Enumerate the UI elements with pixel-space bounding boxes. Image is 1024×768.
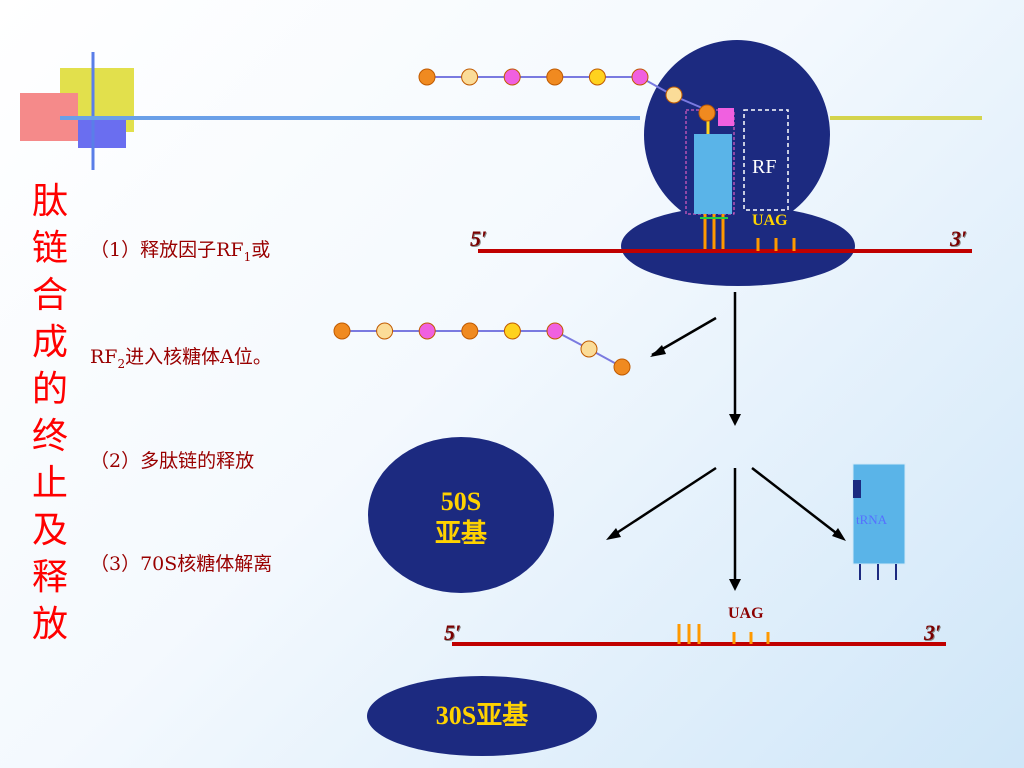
arrow-to-trna — [751, 467, 841, 537]
released-trna-mark — [853, 480, 861, 498]
subunit-30s-label: 30S亚基 — [435, 701, 529, 730]
five-prime-top: 5′ — [470, 226, 488, 251]
three-prime-top: 3′ — [950, 226, 968, 251]
title-char: 的 — [31, 369, 68, 410]
uag-label-bottom: UAG — [728, 605, 764, 622]
step-3: （3）70S核糖体解离 — [90, 553, 273, 575]
title-char: 及 — [31, 510, 68, 551]
title-char: 终 — [31, 416, 68, 457]
three-prime-bottom: 3′ — [924, 620, 942, 645]
title-char: 成 — [31, 322, 68, 363]
trna-label: tRNA — [856, 512, 888, 527]
step-1b-suffix: 进入核糖体A位。 — [125, 346, 272, 368]
step-1-line2: RF2进入核糖体A位。 — [90, 342, 272, 371]
title-char: 释 — [31, 557, 68, 598]
uag-label-top: UAG — [752, 212, 788, 229]
step-1-suffix: 或 — [251, 239, 271, 261]
amino-acid-bead — [376, 322, 394, 340]
step-1-line1: （1）释放因子RF1或 — [90, 235, 270, 264]
arrow-head — [729, 414, 741, 426]
subunit-50s — [368, 437, 554, 593]
arrow-head — [832, 528, 846, 541]
amino-acid-bead — [333, 322, 351, 340]
title-char: 止 — [31, 463, 68, 504]
amino-acid-bead — [631, 68, 649, 86]
amino-acid-bead — [418, 322, 436, 340]
amino-acid-bead — [546, 68, 564, 86]
peptide-released — [333, 322, 631, 376]
amino-acid-bead — [580, 340, 598, 358]
amino-acid-bead — [665, 86, 683, 104]
title-char: 放 — [31, 604, 68, 645]
amino-acid-bead — [418, 68, 436, 86]
amino-acid-bead — [613, 358, 631, 376]
p-site-trna-top — [718, 108, 734, 126]
amino-acid-bead — [503, 68, 521, 86]
five-prime-bottom: 5′ — [444, 620, 462, 645]
peptide-top — [418, 68, 716, 122]
step-1b-prefix: RF — [90, 346, 118, 368]
deco-blue-block — [78, 120, 126, 148]
released-trna — [852, 463, 906, 565]
amino-acid-bead — [461, 68, 479, 86]
peptide-top-bond — [427, 76, 708, 111]
step-1-prefix: （1）释放因子RF — [90, 239, 244, 261]
arrow-to-50s — [611, 466, 717, 538]
peptide-released-bond — [342, 330, 623, 368]
amino-acid-bead — [546, 322, 564, 340]
subunit-50s-line2: 亚基 — [434, 519, 487, 548]
arrow-head — [729, 579, 741, 591]
vertical-title: 肽链合成的终止及释放 — [28, 178, 72, 648]
step-1b-sub: 2 — [117, 356, 126, 371]
subunit-50s-line1: 50S — [440, 487, 482, 516]
amino-acid-bead — [461, 322, 479, 340]
title-char: 链 — [31, 228, 68, 269]
rf-label: RF — [752, 156, 777, 178]
amino-acid-bead — [698, 104, 716, 122]
small-subunit — [621, 206, 855, 286]
step-1-sub: 1 — [243, 249, 252, 264]
title-char: 肽 — [31, 181, 68, 222]
arrow-head — [606, 528, 621, 540]
subunit-50s-label: 50S 亚基 — [411, 486, 511, 550]
amino-acid-bead — [588, 68, 606, 86]
p-site-trna — [694, 134, 732, 214]
title-char: 合 — [31, 275, 68, 316]
arrow-head — [650, 345, 666, 357]
amino-acid-bead — [503, 322, 521, 340]
release-factor-frame — [743, 109, 789, 211]
subunit-30s — [367, 676, 597, 756]
step-2: （2）多肽链的释放 — [90, 450, 255, 472]
large-subunit — [644, 40, 830, 230]
